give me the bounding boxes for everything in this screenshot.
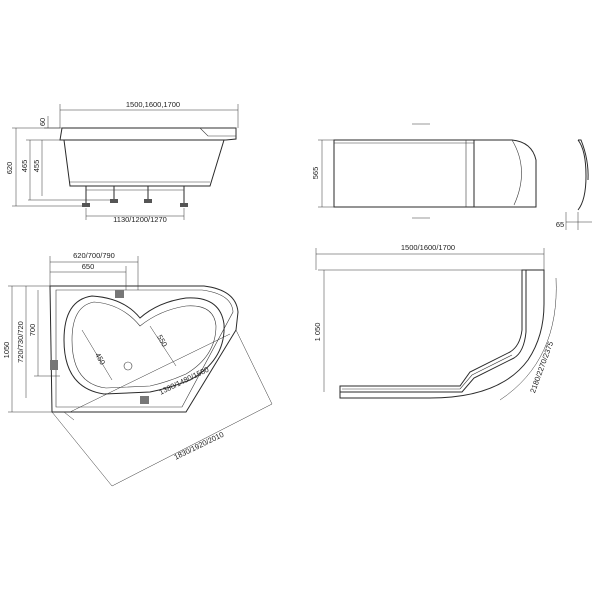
tub-basin: [63, 295, 225, 395]
tub-rim: [59, 127, 237, 141]
dim-diag-outer: 1830/1920/2010: [173, 430, 226, 462]
panel-side-profile: [577, 139, 587, 211]
panel-curve: [474, 139, 537, 208]
leg-foot: [180, 203, 188, 207]
tub-body: [63, 139, 225, 187]
dim-panel-height: 565: [311, 167, 320, 180]
dim-top-width: 1500,1600,1700: [126, 100, 180, 109]
tub-outline: [49, 285, 239, 413]
overflow-icon: [50, 360, 58, 370]
dim-total-height: 620: [5, 162, 14, 175]
panel-inner: [339, 269, 527, 393]
headrest: [199, 127, 237, 137]
leg-foot: [110, 199, 118, 203]
dim-width-outer: 620/700/790: [73, 251, 115, 260]
dim-width-inner: 650: [82, 262, 95, 271]
dim-455: 455: [32, 160, 41, 173]
handle-icon: [140, 396, 149, 404]
dim-top-height: 1050: [2, 342, 11, 359]
dim-basin-550: 550: [155, 333, 169, 348]
dim-rim-height: 60: [38, 118, 47, 126]
tub-legs: [82, 186, 188, 207]
dim-panel-depth: 65: [556, 220, 564, 229]
leg-foot: [82, 203, 90, 207]
dim-height-multi: 720/730/720: [16, 321, 25, 363]
leg-foot: [144, 199, 152, 203]
dim-basin-450: 450: [93, 351, 107, 366]
dim-plan-height: 1 050: [313, 323, 322, 342]
dim-plan-arc: 2180/2270/2375: [528, 340, 555, 394]
panel-body: [333, 139, 475, 208]
drain: [123, 361, 133, 371]
dim-diag-inner: 1380/1480/1580: [158, 365, 211, 397]
dim-height-700: 700: [28, 324, 37, 337]
panel-outer-curve: [339, 269, 545, 399]
panel-elevation: 565 65: [311, 123, 592, 230]
panel-plan: 1500/1600/1700 1 050 2180/2270/2375: [313, 243, 557, 401]
side-elevation: 1500,1600,1700 60 620 465 455 1130/1200/…: [5, 100, 239, 224]
faucet-icon: [115, 290, 124, 298]
dim-leg-span: 1130/1200/1270: [113, 215, 167, 224]
dim-plan-width: 1500/1600/1700: [401, 243, 455, 252]
top-view: 620/700/790 650 1050 720/730/720 700 450…: [2, 251, 273, 487]
dim-465: 465: [20, 160, 29, 173]
